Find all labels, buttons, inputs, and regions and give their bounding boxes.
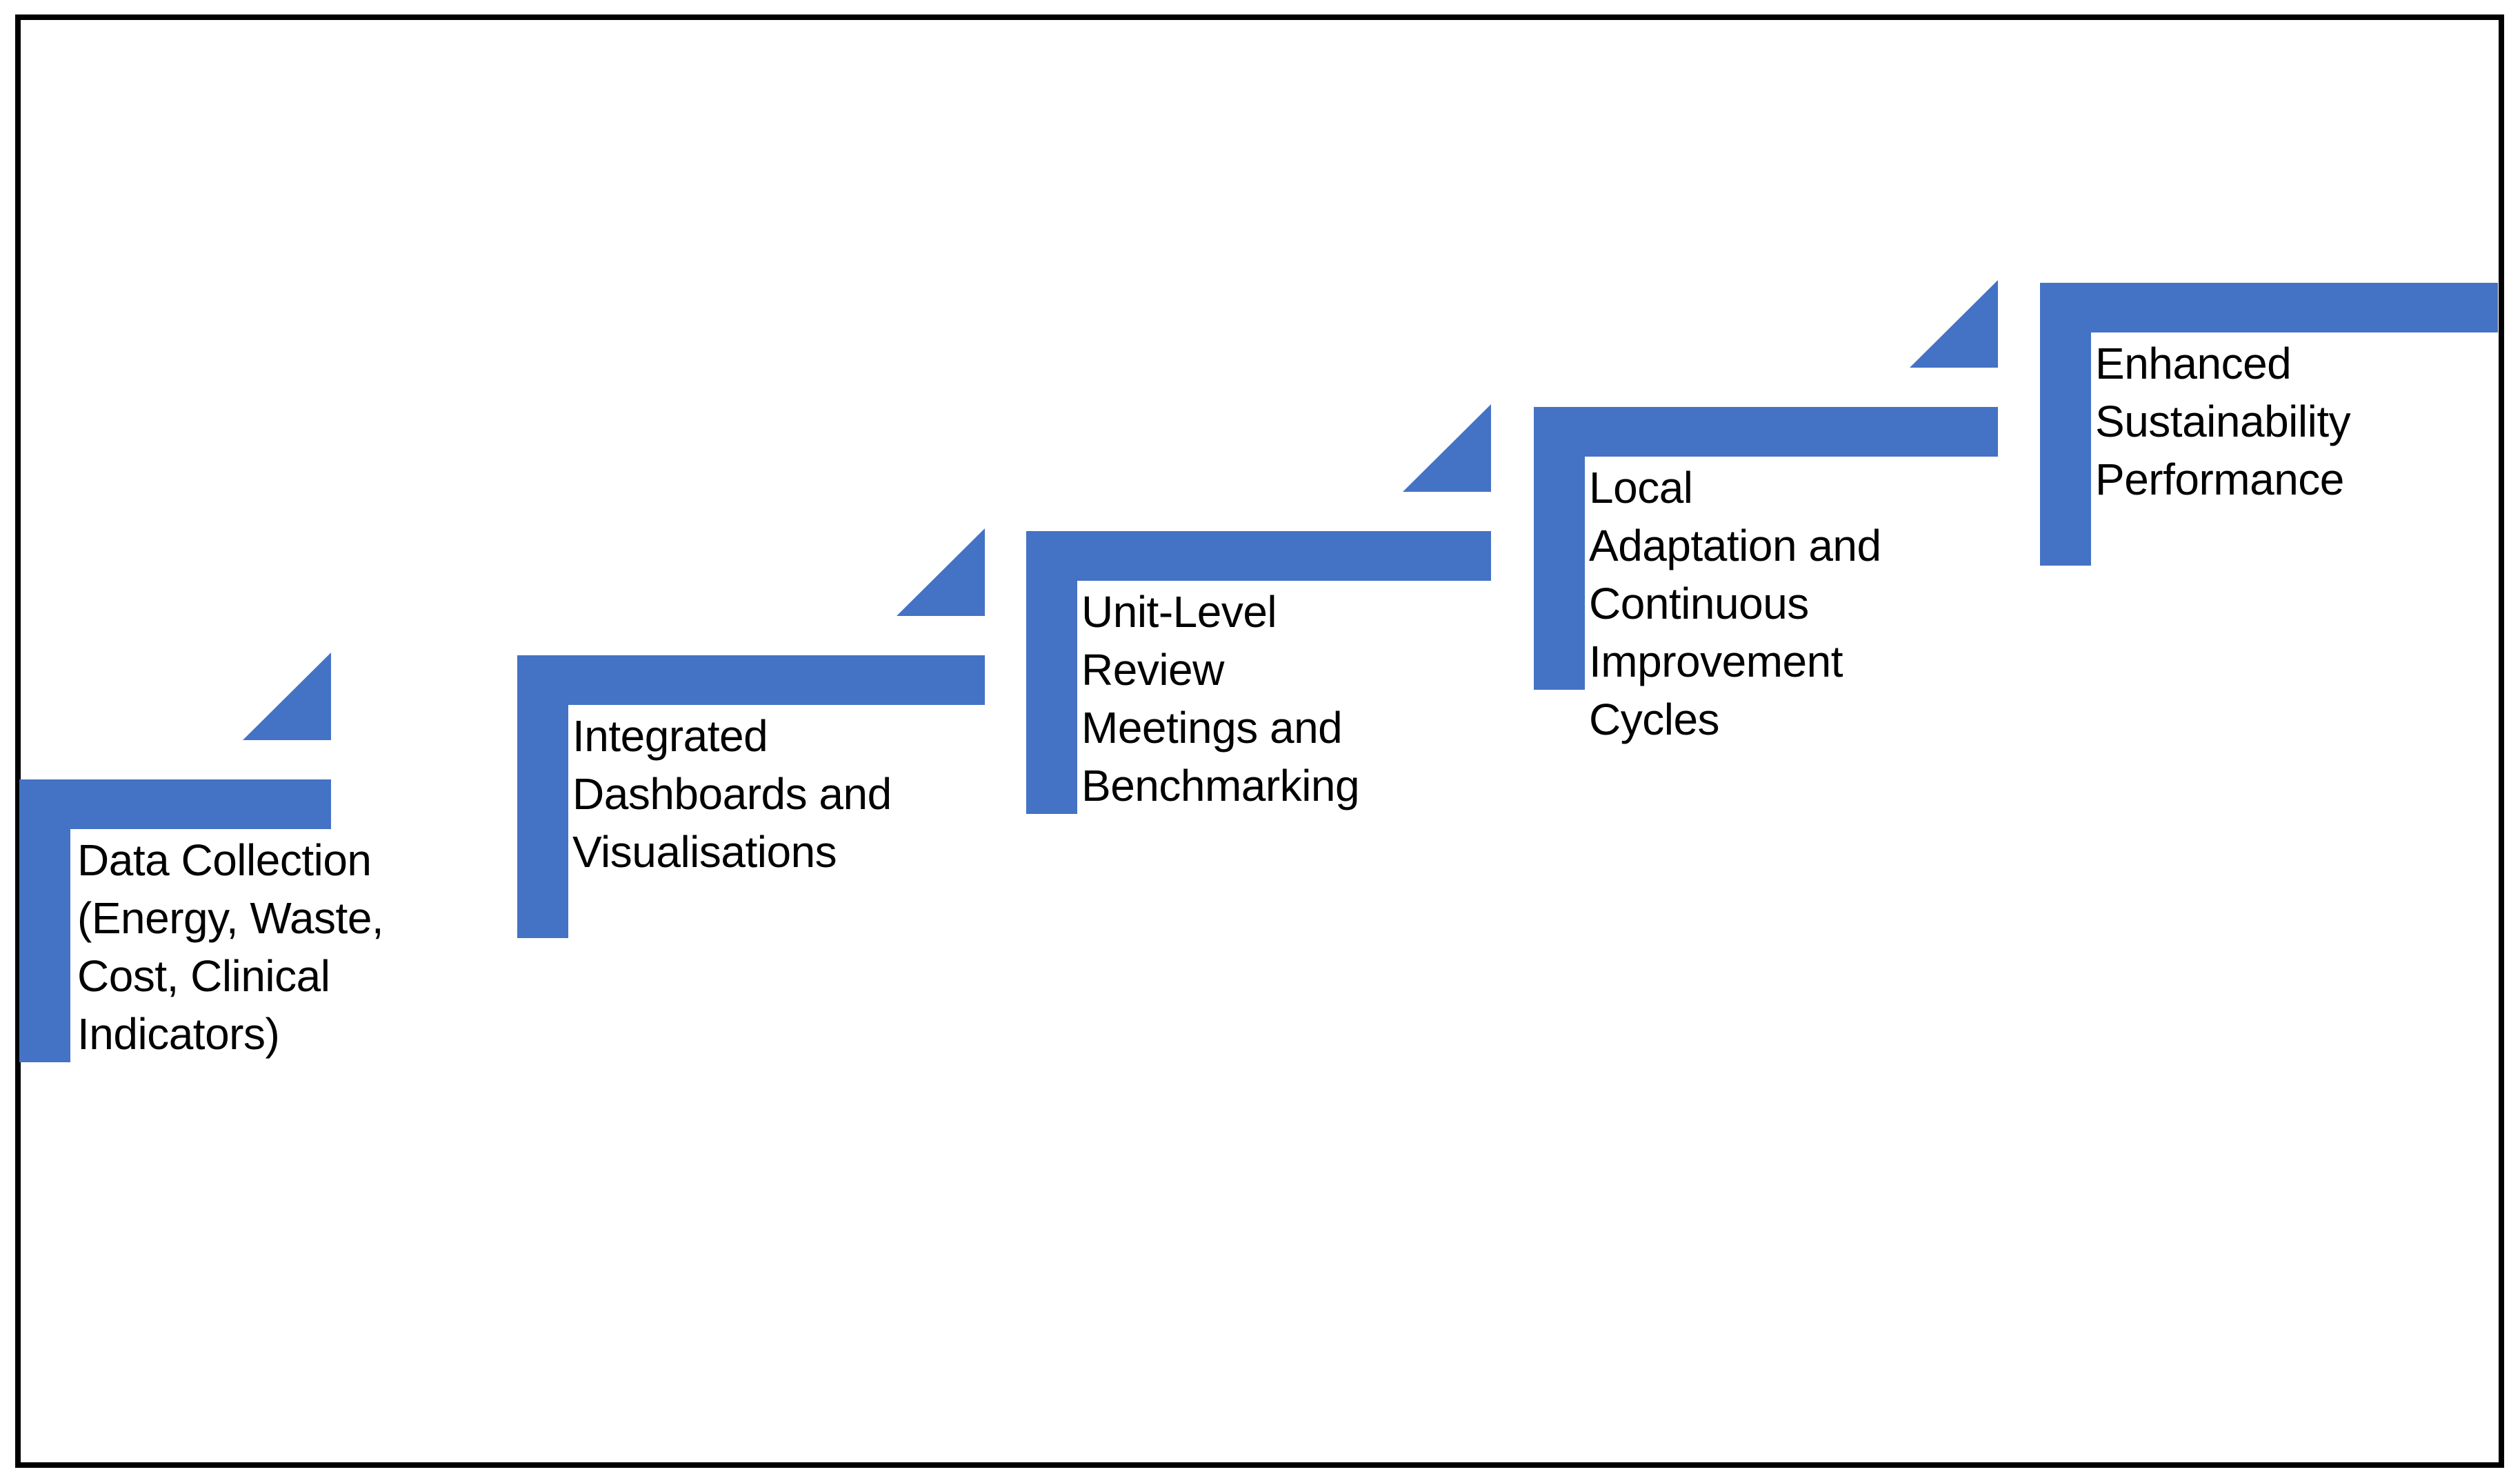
step-3-horizontal-bar [1026,531,1491,581]
step-4-horizontal-bar [1534,407,1998,457]
step-2-horizontal-bar [517,655,985,705]
step-3-label: Unit-Level Review Meetings and Benchmark… [1081,587,1360,810]
step-5-label: Enhanced Sustainability Performance [2095,339,2351,504]
step-5-horizontal-bar [2040,283,2498,332]
step-2-label: Integrated Dashboards and Visualisations [572,711,892,877]
diagram-border [15,14,2504,1468]
step-1-label: Data Collection (Energy, Waste, Cost, Cl… [77,835,384,1059]
step-4-label: Local Adaptation and Continuous Improvem… [1589,463,1881,744]
step-1-horizontal-bar [19,779,331,829]
